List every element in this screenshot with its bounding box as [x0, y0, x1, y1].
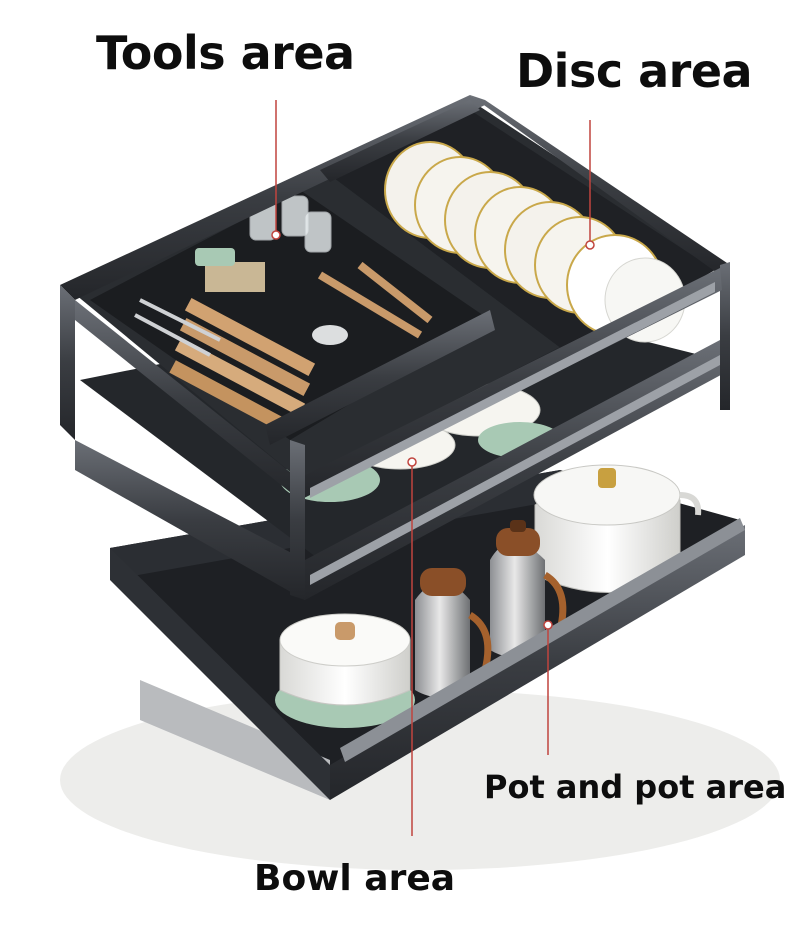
leader-dots	[271, 230, 595, 630]
kettle-icon	[490, 520, 567, 658]
pot-icon	[533, 464, 702, 593]
glass-cups	[249, 195, 332, 253]
bowl-area-label: Bowl area	[254, 858, 456, 899]
lower-drawer-runner	[140, 680, 330, 800]
plate-stack-icon	[330, 110, 715, 355]
lower-drawer-front-lip	[340, 518, 745, 762]
cutlery-icon	[134, 248, 433, 434]
kettle-icon	[415, 568, 492, 698]
bowl-icon	[275, 613, 415, 728]
pot-area-label: Pot and pot area	[484, 768, 787, 806]
lower-drawer-left-rail	[110, 548, 330, 800]
front-rail-highlight	[310, 282, 715, 498]
leader-lines	[275, 100, 591, 836]
lower-drawer-front-rail	[330, 525, 745, 800]
tools-area-label: Tools area	[96, 26, 355, 80]
disc-area-label: Disc area	[516, 44, 753, 98]
